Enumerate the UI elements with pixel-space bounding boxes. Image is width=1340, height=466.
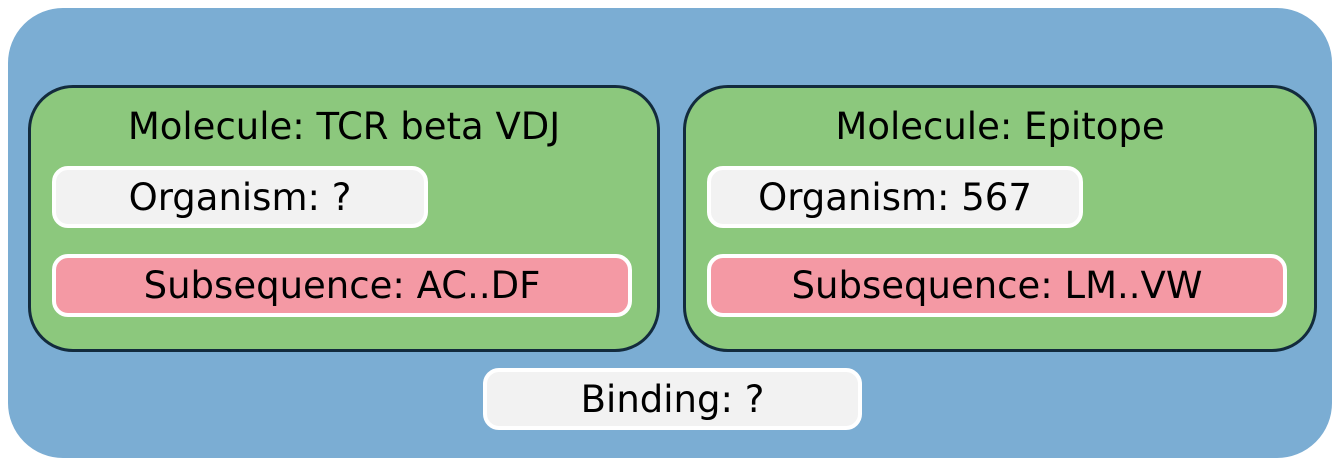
environment-box: Molecule: TCR beta VDJ Organism: ? Subse…	[5, 5, 1335, 461]
binding-pill: Binding: ?	[483, 368, 862, 430]
molecule-title: Molecule: Epitope	[835, 104, 1165, 148]
organism-pill: Organism: 567	[707, 166, 1083, 228]
molecule-title: Molecule: TCR beta VDJ	[127, 104, 561, 148]
organism-pill: Organism: ?	[52, 166, 428, 228]
subsequence-pill: Subsequence: AC..DF	[52, 254, 632, 317]
molecule-card-tcr-beta-vdj: Molecule: TCR beta VDJ Organism: ? Subse…	[28, 85, 660, 352]
molecule-card-epitope: Molecule: Epitope Organism: 567 Subseque…	[683, 85, 1317, 352]
subsequence-pill: Subsequence: LM..VW	[707, 254, 1287, 317]
